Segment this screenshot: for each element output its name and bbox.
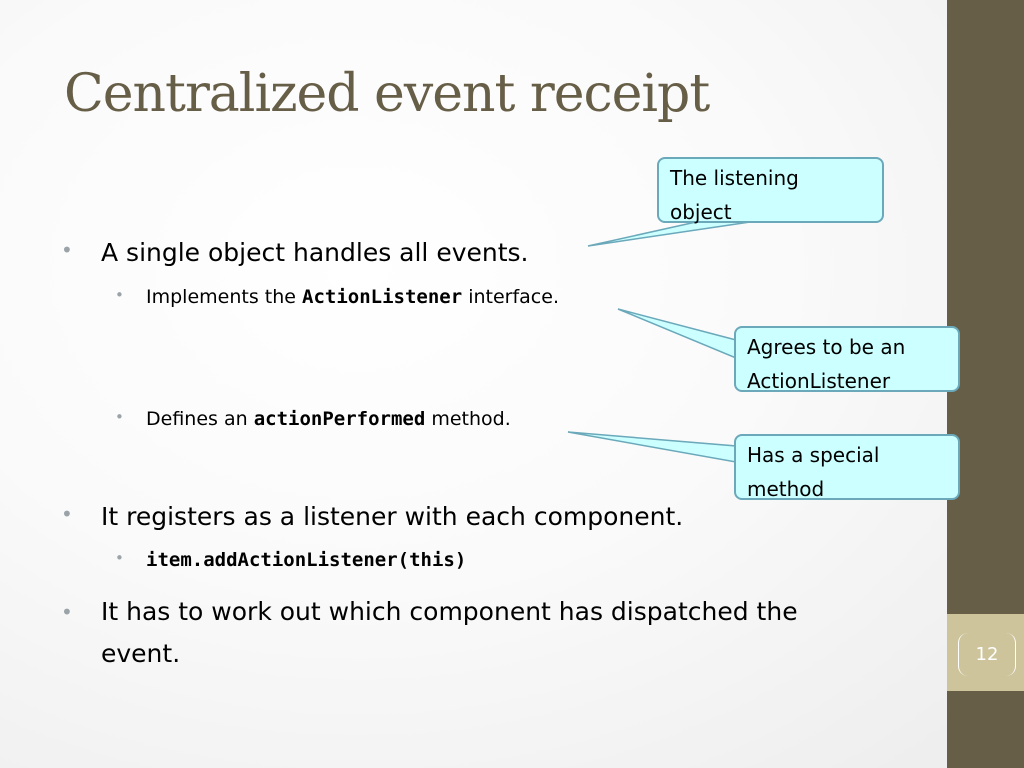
callout-agrees-actionlistener: Agrees to be an ActionListener — [734, 326, 960, 393]
bullet-dot: • — [61, 600, 73, 624]
sub-bullet-add-listener: • item.addActionListener(this) — [115, 549, 467, 571]
callout-line: The listening — [670, 166, 799, 190]
bullet-work-out: • It has to work out which component has… — [61, 591, 798, 675]
sub-bullet-text: Implements the — [146, 286, 296, 308]
callout-line: ActionListener — [747, 369, 891, 393]
bullet-single-object: • A single object handles all events. — [61, 238, 529, 267]
bullet-dot: • — [61, 238, 73, 262]
slide-title: Centralized event receipt — [64, 64, 710, 124]
code-actionperformed: actionPerformed — [253, 408, 426, 430]
sub-bullet-text: method. — [431, 408, 511, 430]
pointer-agrees — [617, 308, 737, 360]
bullet-dot: • — [115, 286, 124, 304]
pointer-special — [567, 431, 737, 463]
callout-special-method: Has a special method — [734, 434, 960, 501]
bullet-registers: • It registers as a listener with each c… — [61, 502, 684, 531]
bullet-text-line2: event. — [101, 639, 181, 668]
callout-line: object — [670, 200, 732, 224]
callout-line: method — [747, 477, 825, 501]
bullet-dot: • — [115, 549, 124, 567]
sub-bullet-defines: • Defines an actionPerformed method. — [115, 408, 511, 430]
callout-line: Has a special — [747, 443, 880, 467]
slide-number-bracket — [958, 633, 1016, 676]
bullet-text: It registers as a listener with each com… — [101, 502, 684, 531]
bullet-text: A single object handles all events. — [101, 238, 529, 267]
slide-number-box — [947, 614, 1024, 691]
callout-line: Agrees to be an — [747, 335, 906, 359]
bullet-dot: • — [61, 502, 73, 526]
bullet-dot: • — [115, 408, 124, 426]
code-actionlistener: ActionListener — [302, 286, 463, 308]
sub-bullet-text: Defines an — [146, 408, 248, 430]
code-add-action-listener: item.addActionListener(this) — [146, 549, 467, 571]
bullet-text-line1: It has to work out which component has d… — [101, 597, 798, 626]
callout-listening-object: The listening object — [657, 157, 884, 224]
slide-number: 12 — [975, 644, 999, 665]
sub-bullet-implements: • Implements the ActionListener interfac… — [115, 286, 559, 308]
sub-bullet-text: interface. — [468, 286, 559, 308]
